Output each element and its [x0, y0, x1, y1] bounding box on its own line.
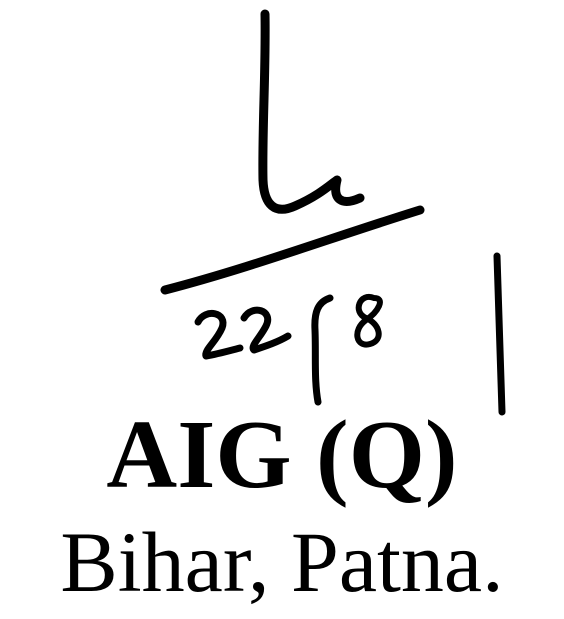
location-text: Bihar, Patna.: [60, 514, 504, 610]
signature-separator: [311, 294, 334, 406]
designation-title: AIG (Q): [106, 401, 458, 509]
signature-digit-2b: [240, 306, 292, 354]
signature-initial-stroke: [258, 9, 365, 214]
signature-digit-8: [354, 293, 383, 348]
signature-digit-2a: [194, 310, 244, 360]
signature-closing-stroke: [493, 252, 506, 416]
handwritten-signature: [160, 9, 506, 416]
signature-underline: [160, 205, 425, 295]
